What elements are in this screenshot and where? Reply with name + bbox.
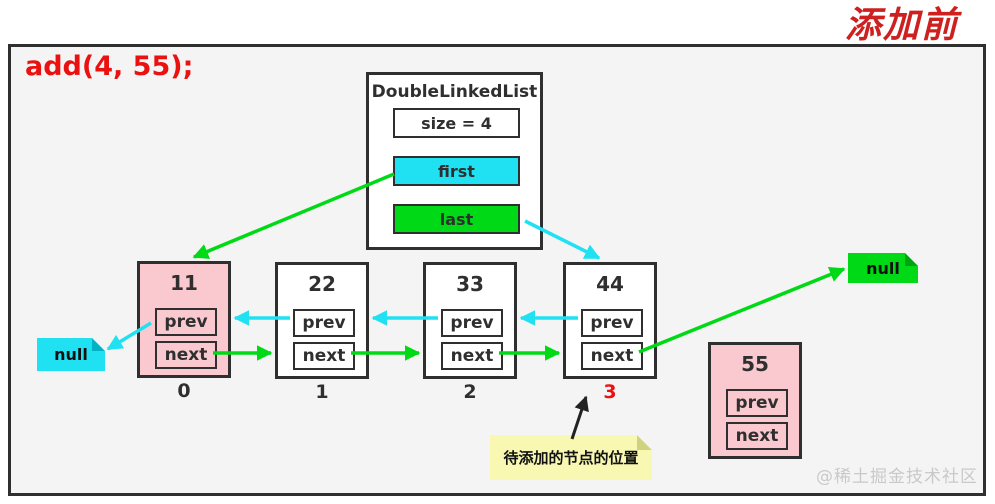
node-index-label: 0 (177, 380, 191, 402)
note-fold-icon (905, 253, 918, 266)
prev-field: prev (726, 389, 788, 417)
add-call-label: add(4, 55); (25, 51, 194, 82)
next-field: next (441, 342, 503, 370)
dll-title: DoubleLinkedList (371, 82, 538, 102)
node-44: 44 prev next 3 (563, 262, 657, 403)
node-value: 55 (741, 352, 769, 376)
prev-field: prev (441, 309, 503, 337)
prev-field: prev (293, 309, 355, 337)
null-note-left-label: null (54, 345, 88, 364)
prev-field: prev (581, 309, 643, 337)
size-field: size = 4 (393, 108, 520, 138)
node-22: 22 prev next 1 (275, 262, 369, 403)
node-value: 22 (308, 272, 336, 296)
node-value: 11 (170, 271, 198, 295)
doublelinkedlist-box: DoubleLinkedList size = 4 first last (366, 72, 543, 250)
prev-field: prev (155, 308, 217, 336)
null-note-left: null (37, 338, 105, 371)
note-fold-icon (92, 338, 105, 351)
diagram-board: add(4, 55); DoubleLinkedList size = 4 fi… (8, 44, 986, 496)
node-55: 55 prev next (708, 342, 802, 459)
next-field: next (293, 342, 355, 370)
next-field: next (726, 422, 788, 450)
null-note-right: null (848, 253, 918, 283)
node-value: 44 (596, 272, 624, 296)
next-field: next (581, 342, 643, 370)
null-note-right-label: null (866, 258, 900, 278)
node-index-label: 3 (603, 381, 617, 403)
before-add-heading: 添加前 (845, 5, 960, 45)
node-33: 33 prev next 2 (423, 262, 517, 403)
pending-position-note: 待添加的节点的位置 (490, 435, 652, 480)
node-index-label: 2 (463, 381, 477, 403)
note-fold-icon (637, 435, 652, 450)
watermark: @稀土掘金技术社区 (816, 467, 978, 487)
arrow-first-to-node11 (192, 172, 395, 259)
arrow-note-to-index3 (570, 395, 589, 440)
node-index-label: 1 (315, 381, 329, 403)
arrow-node44next-to-null (638, 267, 846, 354)
next-field: next (155, 341, 217, 369)
node-value: 33 (456, 272, 484, 296)
pending-position-label: 待添加的节点的位置 (503, 449, 639, 467)
last-field: last (393, 204, 520, 234)
node-11: 11 prev next 0 (137, 261, 231, 402)
first-field: first (393, 156, 520, 186)
